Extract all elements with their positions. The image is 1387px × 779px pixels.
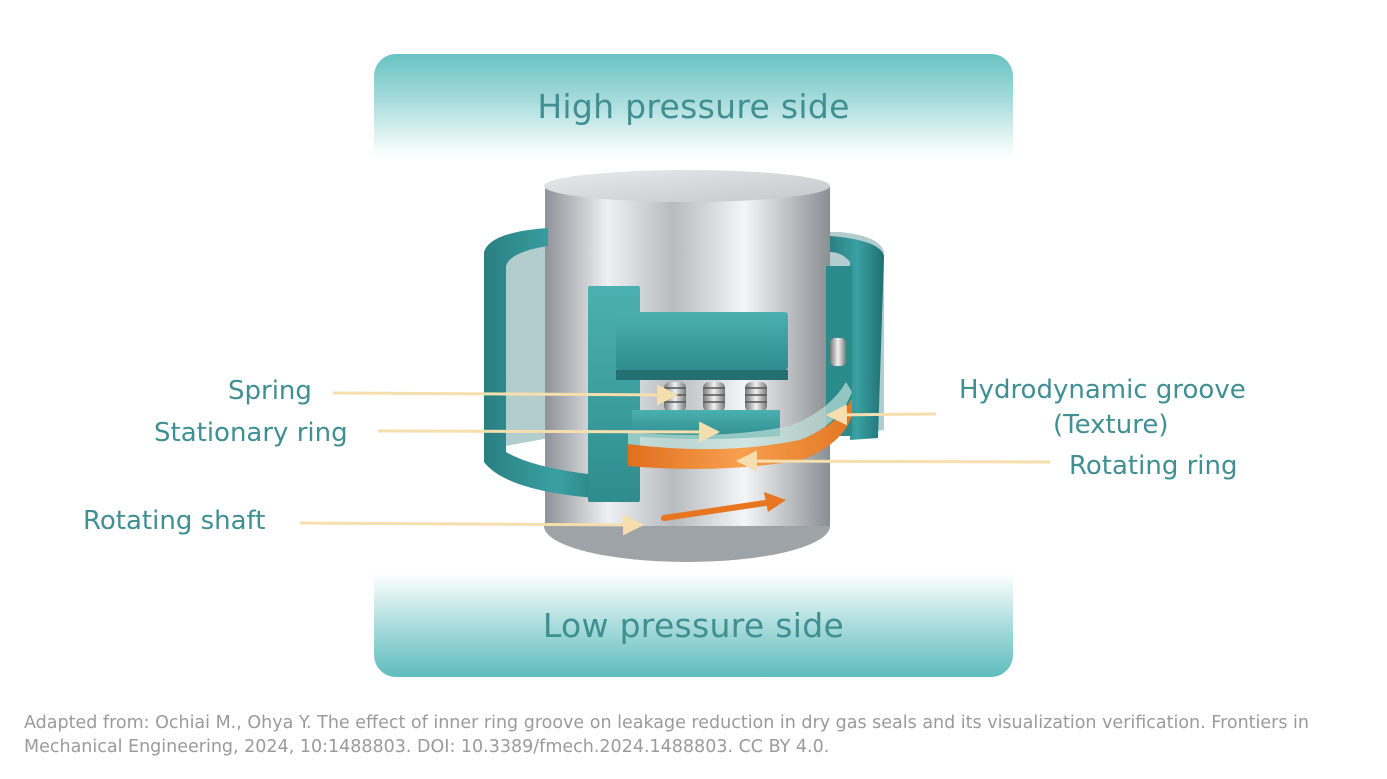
high-pressure-label: High pressure side [537, 86, 850, 126]
hydrodynamic-groove [628, 382, 852, 451]
rotating-ring-leader [735, 450, 1051, 472]
seal-housing-left [484, 228, 630, 500]
rotation-arrow-head [764, 492, 786, 512]
rotating-ring [628, 398, 852, 469]
texture-label: (Texture) [1053, 410, 1169, 440]
rotating-ring-label: Rotating ring [1069, 451, 1238, 481]
source-caption: Adapted from: Ochiai M., Ohya Y. The eff… [24, 713, 1309, 757]
rotating-shaft-label: Rotating shaft [83, 506, 266, 536]
groove-leader [825, 404, 937, 426]
stationary-ring-label: Stationary ring [154, 418, 348, 448]
hydrodynamic-groove-label: Hydrodynamic groove [959, 375, 1246, 405]
high-pressure-banner: High pressure side [374, 54, 1013, 158]
spring-retainer [616, 312, 788, 370]
shaft-top-face [544, 170, 830, 202]
seal-housing-right [830, 236, 884, 440]
spring-label: Spring [228, 376, 312, 406]
leader-lines [299, 384, 1051, 536]
spring-leader [332, 384, 679, 406]
low-pressure-banner: Low pressure side [374, 573, 1013, 677]
rotating-shaft-leader [299, 514, 645, 536]
low-pressure-label: Low pressure side [542, 605, 845, 645]
rotation-arrow [661, 499, 775, 521]
stationary-ring-leader [377, 421, 721, 443]
